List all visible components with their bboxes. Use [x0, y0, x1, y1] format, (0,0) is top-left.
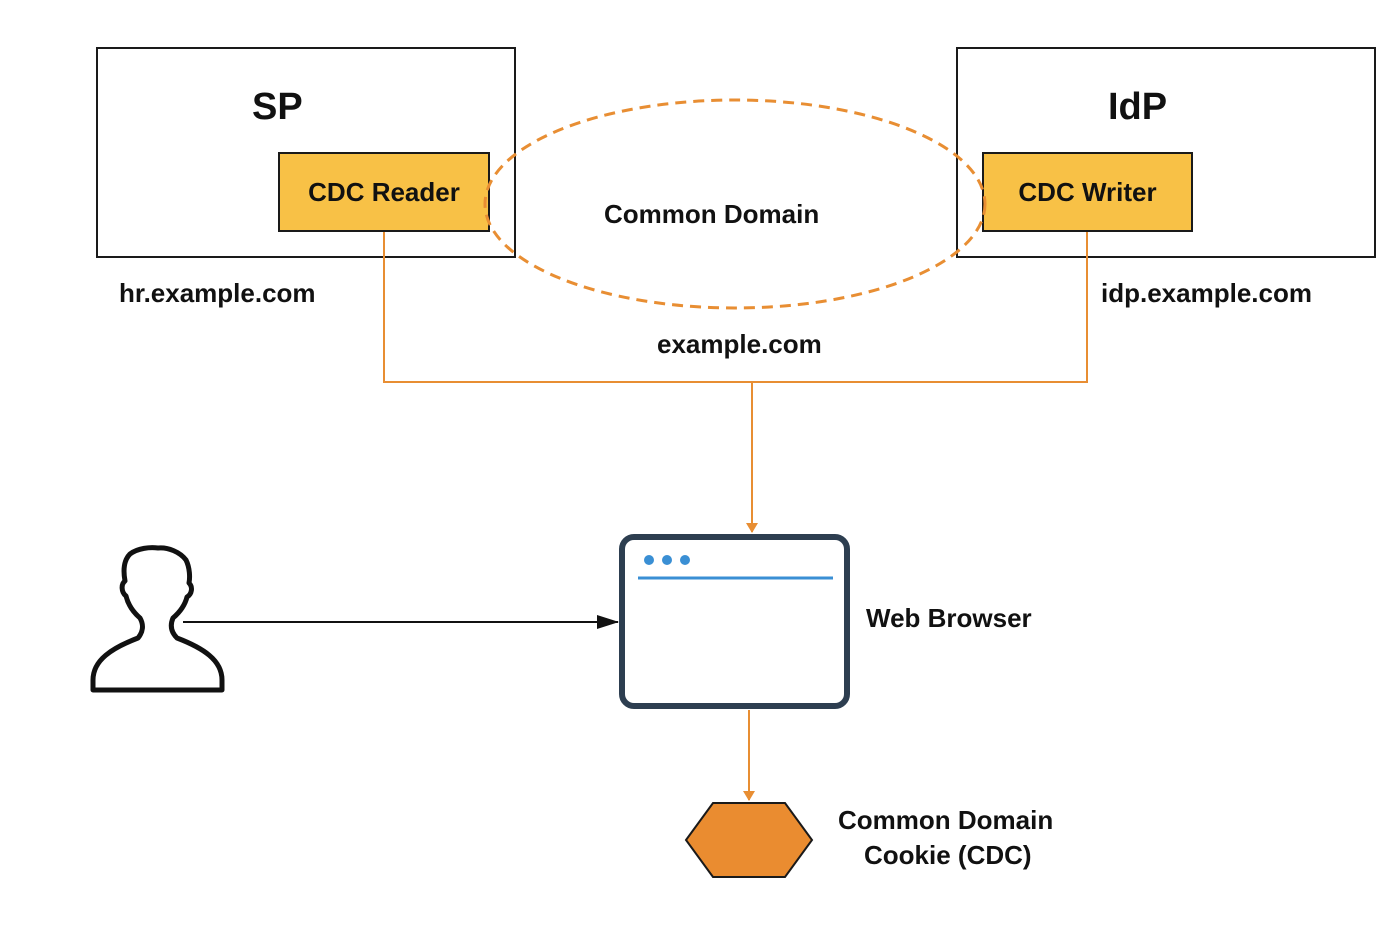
common-domain-label: Common Domain	[604, 199, 820, 229]
sp-domain-label: hr.example.com	[119, 278, 316, 308]
writer-connector	[752, 232, 1088, 383]
sp-title: SP	[252, 86, 303, 128]
reader-connector	[383, 232, 752, 383]
cookie-label-line2: Cookie (CDC)	[864, 840, 1032, 870]
idp-title: IdP	[1108, 86, 1168, 128]
web-browser-label: Web Browser	[866, 603, 1032, 633]
common-domain-name: example.com	[657, 329, 822, 359]
cdc-writer-box: CDC Writer	[982, 152, 1193, 232]
idp-domain-label: idp.example.com	[1101, 278, 1312, 308]
cookie-label-line1: Common Domain	[838, 805, 1054, 835]
cdc-reader-box: CDC Reader	[278, 152, 490, 232]
